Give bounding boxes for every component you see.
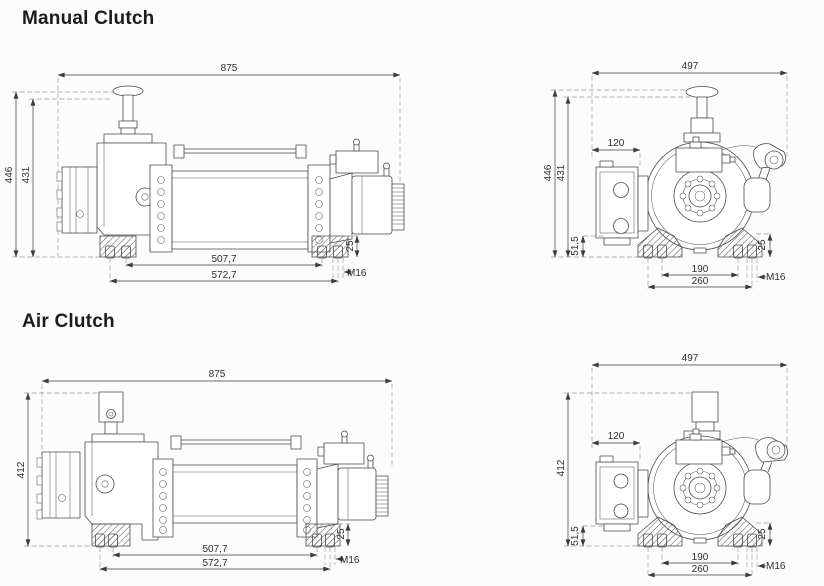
section-title-manual-clutch: Manual Clutch [22,8,155,29]
dim-end-width-overall: 497 [682,61,699,72]
hydraulic-motor [316,430,389,529]
air-clutch-side-view: 875 412 507,7 572,7 25 M16 [16,369,393,572]
dim-side-width-overall: 875 [209,369,226,380]
air-clutch-end-view: 497 412 120 51,5 190 260 25 M16 [556,353,788,578]
manual-clutch-side-view: 875 446 431 507,7 572,7 25 M16 [4,63,405,284]
dim-side-bolt-span-inner: 507,7 [202,544,227,555]
manual-clutch-end-view: 497 446 431 120 51,5 190 260 25 M16 [543,61,788,290]
dim-side-foot-height: 25 [345,240,356,252]
dim-end-height-overall: 446 [543,164,554,181]
dim-end-foot-height: 25 [757,528,768,540]
dim-side-bolt-span-outer: 572,7 [202,558,227,569]
hydraulic-motor [329,138,405,244]
mounting-feet [91,523,341,548]
dim-side-height-overall: 412 [16,461,27,478]
dim-side-width-overall: 875 [221,63,238,74]
clutch-housing [96,142,167,252]
section-title-air-clutch: Air Clutch [22,311,115,332]
dim-end-bolt-size: M16 [766,272,786,283]
dim-end-width-overall: 497 [682,353,699,364]
dim-end-height-inner: 431 [556,164,567,181]
rope-drum [152,435,318,538]
brake-cylinder [36,451,81,520]
dim-side-foot-height: 25 [336,528,347,540]
air-clutch-cylinder [91,391,145,443]
dim-side-height-overall: 446 [4,166,15,183]
manual-clutch-lever [683,86,721,143]
mounting-feet [99,235,349,259]
dim-end-motor-clearance: 51,5 [570,236,581,256]
rope-drum [149,144,331,253]
dim-end-motor-width: 120 [608,138,625,149]
dim-end-bolt-span-inner: 190 [692,552,709,563]
motor-box [595,160,649,246]
clutch-housing [84,441,159,541]
brake-cylinder [56,166,98,234]
mounting-feet [637,516,763,548]
hub-assembly [673,136,786,223]
mounting-feet [637,227,763,259]
dim-side-height-inner: 431 [21,166,32,183]
dim-side-bolt-span-outer: 572,7 [211,270,236,281]
dim-end-foot-height: 25 [757,239,768,251]
dim-end-bolt-span-outer: 260 [692,276,709,287]
dim-side-bolt-size: M16 [340,555,360,566]
dim-end-bolt-span-outer: 260 [692,564,709,575]
dim-end-bolt-span-inner: 190 [692,264,709,275]
dim-side-bolt-size: M16 [347,268,367,279]
dim-end-height-overall: 412 [556,459,567,476]
hub-assembly [673,428,788,515]
dim-end-motor-clearance: 51,5 [570,526,581,546]
dim-side-bolt-span-inner: 507,7 [211,254,236,265]
air-clutch-cylinder [683,391,721,440]
dim-end-motor-width: 120 [608,431,625,442]
dim-end-bolt-size: M16 [766,561,786,572]
manual-clutch-lever [103,85,153,144]
motor-box [595,455,649,532]
